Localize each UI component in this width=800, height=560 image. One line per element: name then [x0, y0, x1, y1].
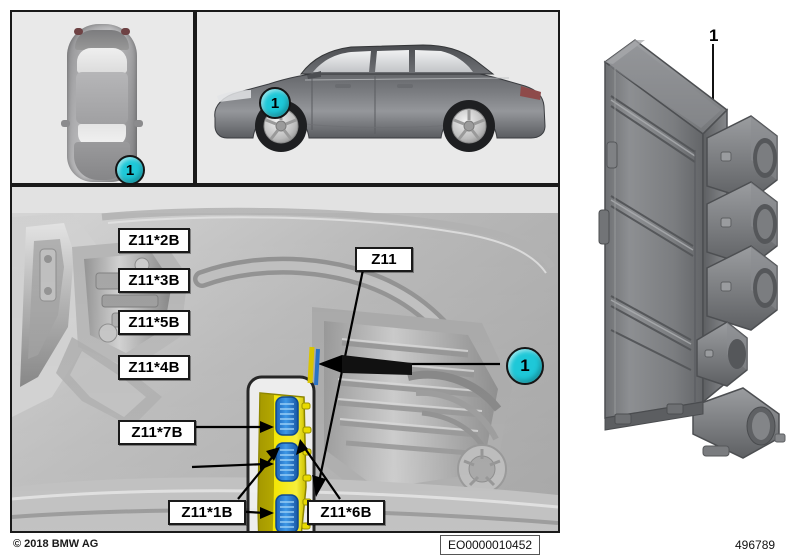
vehicle-side-view-panel: 1 — [195, 10, 560, 185]
document-number: 496789 — [735, 538, 776, 552]
label-z11[interactable]: Z11 — [355, 247, 413, 272]
supply-module-drawing — [598, 39, 786, 459]
car-trunk — [75, 30, 129, 50]
engine-bay-photo — [12, 187, 558, 531]
component-callout-number: 1 — [709, 26, 719, 45]
location-badge-engine-bay[interactable]: 1 — [506, 347, 544, 385]
label-z11-7b[interactable]: Z11*7B — [118, 420, 196, 445]
car-roof — [76, 72, 128, 124]
front-windshield — [78, 124, 126, 146]
vehicle-top-view-panel: 1 — [10, 10, 195, 185]
label-z11-6b[interactable]: Z11*6B — [307, 500, 385, 525]
vehicle-top-view-illustration — [61, 24, 143, 182]
copyright-text: © 2018 BMW AG — [13, 538, 99, 550]
eo-code-label: EO0000010452 — [440, 535, 541, 555]
taillight-right — [121, 28, 130, 35]
engine-compartment-panel: 1 — [10, 185, 560, 533]
label-z11-4b[interactable]: Z11*4B — [118, 355, 190, 380]
taillight-left — [74, 28, 83, 35]
label-z11-5b[interactable]: Z11*5B — [118, 310, 190, 335]
mirror-left — [61, 120, 70, 127]
label-z11-1b[interactable]: Z11*1B — [168, 500, 246, 525]
mirror-right — [134, 120, 143, 127]
label-z11-3b[interactable]: Z11*3B — [118, 268, 190, 293]
location-badge-top-view[interactable]: 1 — [115, 155, 145, 185]
rear-windshield — [77, 48, 127, 73]
component-illustration-panel: 1 — [575, 10, 795, 510]
location-badge-side-view[interactable]: 1 — [259, 87, 291, 119]
label-z11-2b[interactable]: Z11*2B — [118, 228, 190, 253]
